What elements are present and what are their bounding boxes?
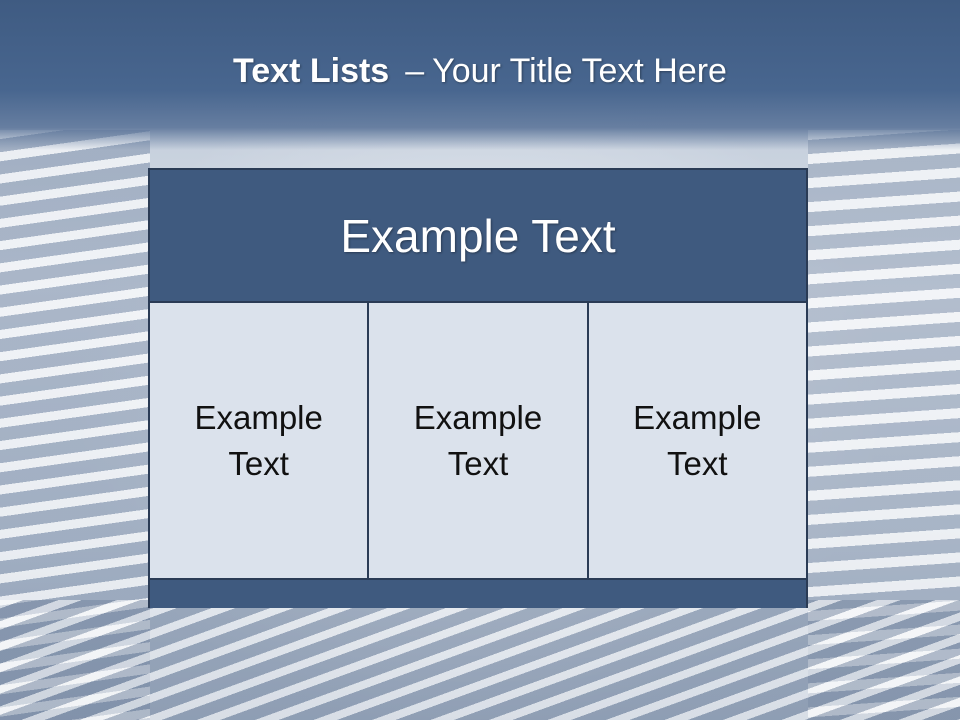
column-3-line-1: Example <box>633 398 762 436</box>
diagram-footer-bar <box>150 578 806 608</box>
column-2-line-1: Example <box>413 398 543 436</box>
diagram-column-2: Example Text <box>367 303 587 578</box>
slide-title-rest: Your Title Text Here <box>432 52 727 90</box>
column-2-line-2: Text <box>447 444 509 482</box>
diagram-columns: Example Text Example Text Example Text <box>150 303 806 578</box>
diagram-column-1: Example Text <box>150 303 368 578</box>
diagram-header-text: Example Text <box>340 209 616 262</box>
column-1-line-1: Example <box>194 398 323 436</box>
text-list-diagram: Example Text Example Text Example Text E… <box>148 168 808 608</box>
diagram-header-box: Example Text <box>150 170 806 303</box>
slide-title-bold: Text Lists <box>233 52 390 90</box>
window-blinds-bottom <box>0 600 960 720</box>
title-band <box>0 0 960 150</box>
slide-title: Text Lists–Your Title Text Here <box>0 52 960 91</box>
slide-title-separator: – <box>405 52 425 90</box>
diagram-column-3: Example Text <box>586 303 806 578</box>
column-1-line-2: Text <box>228 444 289 482</box>
column-3-line-2: Text <box>667 444 728 482</box>
